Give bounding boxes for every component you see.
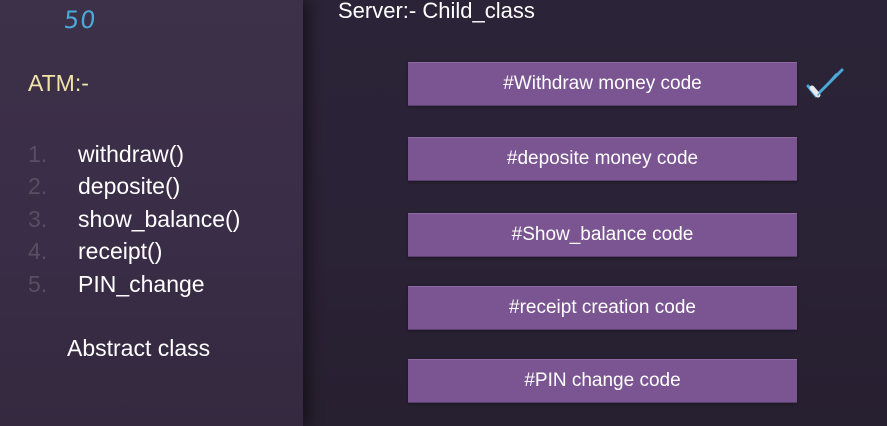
list-item-number: 1. (28, 140, 48, 167)
code-block-receipt: #receipt creation code (408, 286, 797, 330)
list-item-label: deposite() (78, 173, 181, 200)
list-item-number: 3. (28, 205, 48, 232)
list-item: 3. show_balance() (28, 203, 240, 236)
list-item-number: 4. (28, 238, 48, 265)
list-item: 1. withdraw() (28, 138, 240, 171)
list-item-label: withdraw() (78, 140, 185, 167)
method-list: 1. withdraw() 2. deposite() 3. show_bala… (28, 138, 240, 301)
list-item-number: 2. (28, 173, 48, 200)
list-item-label: receipt() (78, 238, 163, 265)
list-item: 4. receipt() (28, 236, 240, 269)
server-title: Server:- Child_class (338, 0, 535, 23)
code-block-deposit: #deposite money code (408, 137, 797, 181)
list-item-label: show_balance() (78, 205, 241, 232)
code-block-withdraw: #Withdraw money code (408, 62, 797, 106)
code-block-pin-change: #PIN change code (408, 359, 797, 403)
handwritten-annotation: 50 (62, 6, 99, 34)
list-item-label: PIN_change (78, 270, 205, 297)
atm-panel: 50 ATM:- 1. withdraw() 2. deposite() 3. … (0, 0, 303, 426)
list-item: 2. deposite() (28, 171, 240, 204)
code-block-show-balance: #Show_balance code (408, 213, 797, 257)
atm-title: ATM:- (28, 70, 89, 96)
abstract-class-label: Abstract class (67, 335, 211, 361)
list-item-number: 5. (28, 270, 48, 297)
checkmark-icon (806, 68, 844, 98)
list-item: 5. PIN_change (28, 268, 240, 301)
